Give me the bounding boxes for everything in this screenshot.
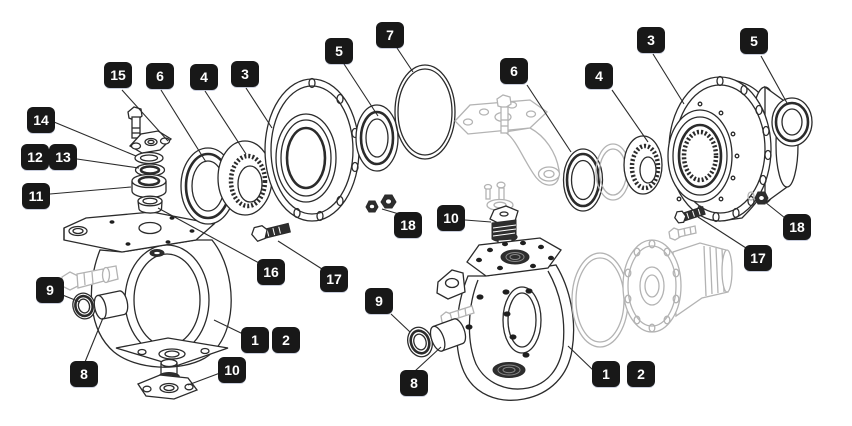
right-wheel-stud [674, 205, 706, 224]
left-wheel-stud [251, 222, 291, 243]
callout-right-10: 10 [437, 205, 465, 231]
callout-left-16: 16 [257, 259, 285, 285]
callout-left-9: 9 [36, 277, 64, 303]
callout-right-18: 18 [783, 214, 811, 240]
right-steering-knuckle [436, 237, 575, 401]
right-spindle-ghost [622, 239, 733, 333]
leader-lines [49, 47, 788, 386]
left-steering-knuckle [63, 211, 232, 368]
left-o-ring [394, 64, 456, 160]
callout-left-18: 18 [394, 212, 422, 238]
callout-left-10: 10 [218, 357, 246, 383]
callout-right-3: 3 [637, 27, 665, 53]
left-bearing-cone [217, 140, 273, 216]
right-steering-arm-ghost [454, 94, 561, 212]
callout-left-11: 11 [22, 183, 50, 209]
right-wheel-hub [667, 75, 799, 223]
right-inner-seal [562, 148, 604, 212]
callout-left-6: 6 [146, 63, 174, 89]
callout-left-12: 12 [21, 144, 49, 170]
left-kingpin-bearing [131, 173, 167, 199]
callout-right-17: 17 [744, 245, 772, 271]
callout-right-2: 2 [627, 361, 655, 387]
right-gasket-ghost [571, 252, 629, 348]
callout-left-14: 14 [27, 107, 55, 133]
right-stud-nut [747, 191, 769, 205]
left-pivot-bolt-ghost [61, 265, 119, 291]
left-seal-ring [134, 163, 166, 177]
left-kingpin-oring [149, 249, 165, 257]
left-steering-arm-plate [128, 130, 173, 154]
right-hub-seal [771, 97, 813, 147]
callout-left-15: 15 [104, 62, 132, 88]
left-stud-nuts [365, 194, 397, 213]
callout-left-13: 13 [49, 144, 77, 170]
right-bushing-8 [429, 318, 467, 352]
callout-left-2: 2 [272, 327, 300, 353]
left-bushing-8 [93, 290, 129, 320]
left-kingpin-cap [137, 358, 199, 400]
left-bearing-cup [137, 195, 163, 214]
left-kingpin-bolt [127, 106, 143, 139]
left-hub-seal [355, 104, 399, 172]
callout-left-5: 5 [325, 38, 353, 64]
callout-left-17: 17 [320, 266, 348, 292]
left-washer [134, 151, 164, 165]
callout-left-1: 1 [241, 327, 269, 353]
callout-left-7: 7 [376, 22, 404, 48]
callout-right-4: 4 [585, 63, 613, 89]
callout-left-3: 3 [231, 61, 259, 87]
callout-right-6: 6 [500, 58, 528, 84]
callout-right-5: 5 [740, 28, 768, 54]
callout-right-9: 9 [365, 288, 393, 314]
callout-right-8: 8 [400, 370, 428, 396]
callout-left-4: 4 [190, 64, 218, 90]
right-bearing-cone [623, 135, 663, 195]
callout-right-1: 1 [592, 361, 620, 387]
callout-left-8: 8 [70, 361, 98, 387]
left-wheel-hub [264, 77, 360, 222]
right-stud-bolt-ghost [668, 225, 697, 241]
